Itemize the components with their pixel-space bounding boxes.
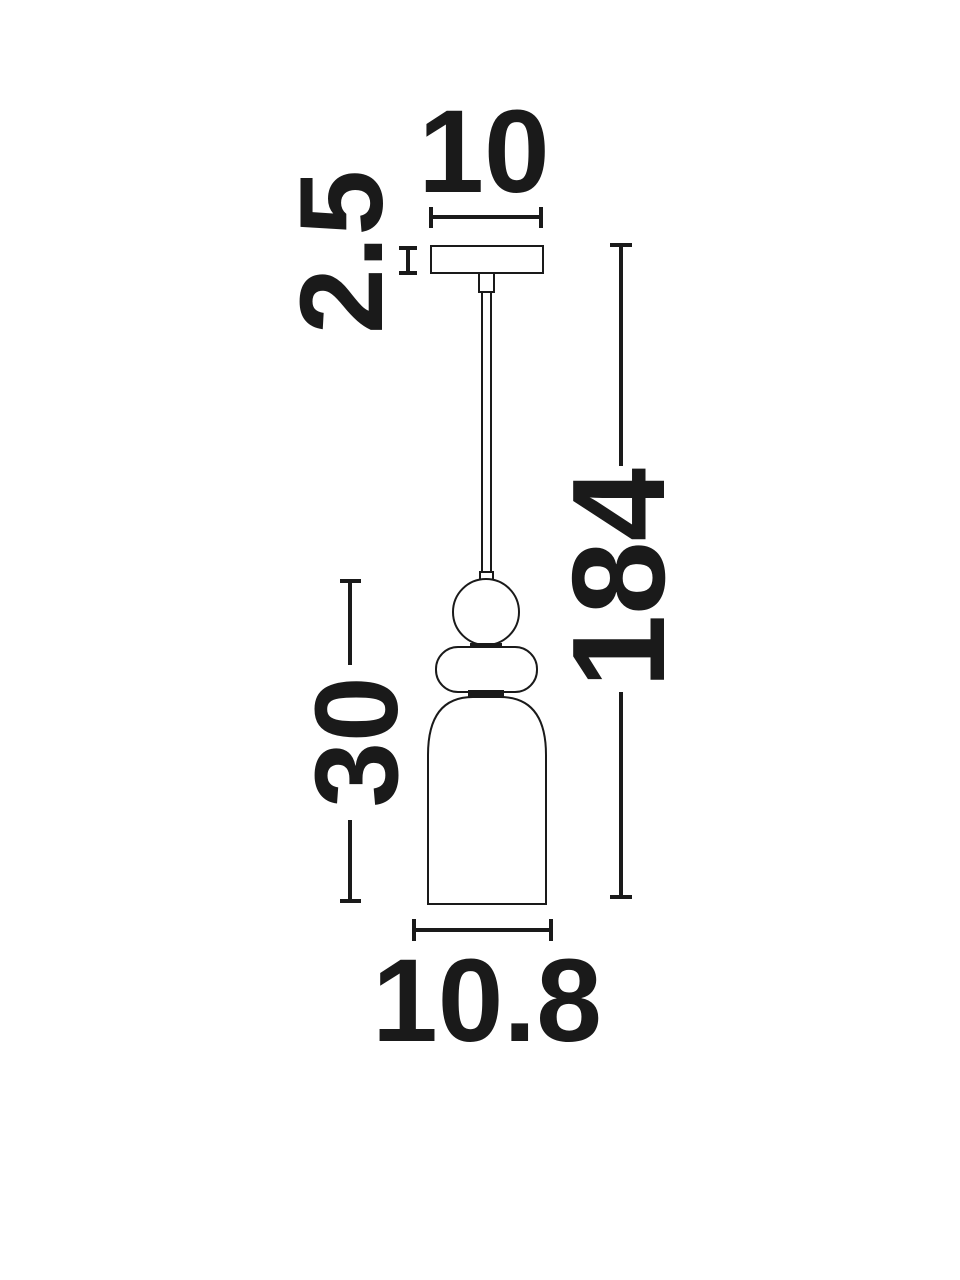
shade-width-label: 10.8 [372, 935, 602, 1067]
shade-height-dimension-line [340, 579, 361, 903]
glass-shade [427, 696, 547, 905]
cord-connector [478, 272, 495, 293]
canopy-height-label: 2.5 [276, 170, 408, 334]
pendant-lamp-outline [427, 245, 547, 905]
shade-width-dimension-line [412, 919, 553, 941]
decorative-sphere [452, 578, 520, 646]
shade-height-label: 30 [291, 676, 423, 807]
canopy-height-dimension-line [399, 246, 417, 275]
canopy-width-dimension-line [429, 207, 543, 228]
decorative-disc [435, 646, 538, 693]
suspension-cord [481, 291, 492, 573]
lower-dark-band [468, 690, 504, 697]
total-height-label: 184 [545, 468, 692, 688]
total-height-dimension-line [610, 243, 632, 899]
canopy-width-label: 10 [418, 86, 549, 218]
ceiling-canopy [430, 245, 544, 274]
